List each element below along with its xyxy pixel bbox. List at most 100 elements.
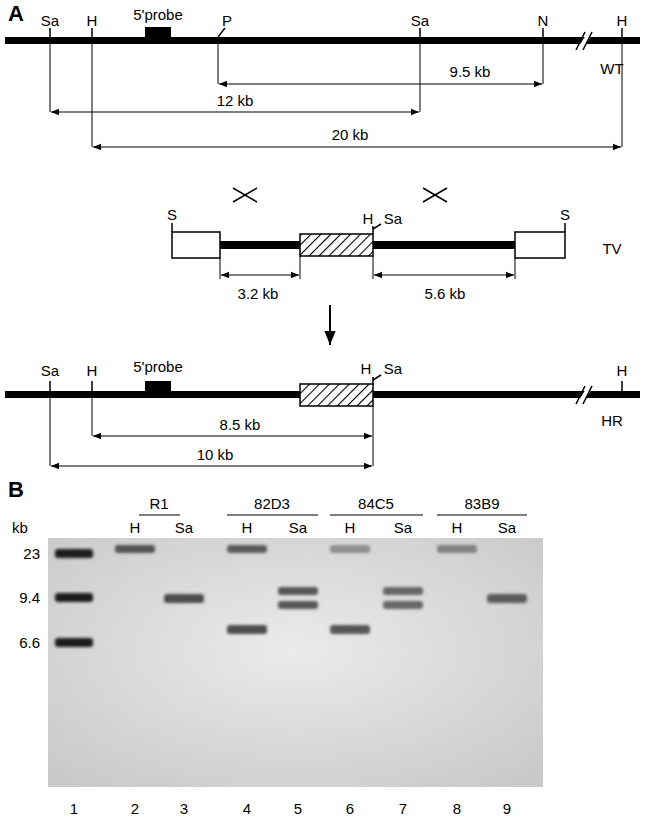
site-label: Sa: [384, 211, 402, 226]
clone-label: 83B9: [464, 496, 499, 511]
marker-size: 6.6: [19, 635, 40, 650]
leader-line: [92, 44, 93, 147]
site-tick: [49, 28, 51, 37]
dna-band: [487, 594, 527, 603]
lane-label: Sa: [175, 520, 193, 535]
blot-membrane: [48, 538, 543, 787]
homology-arm: [220, 241, 300, 249]
leader-line: [420, 44, 421, 112]
site-label: Sa: [411, 13, 429, 28]
lane-number: 2: [131, 801, 139, 816]
site-tick: [564, 223, 566, 232]
dimension-arrow: [51, 111, 419, 112]
allele-label: TV: [602, 241, 621, 256]
marker-band: [55, 638, 93, 647]
site-tick: [91, 28, 93, 37]
dna-band: [227, 545, 267, 553]
size-label: 5.6 kb: [425, 286, 466, 301]
clone-label: 84C5: [358, 496, 394, 511]
break-mark: [583, 32, 592, 50]
lane-label: H: [242, 520, 253, 535]
site-tick: [621, 381, 623, 391]
group-underline: [330, 514, 423, 515]
clone-label: R1: [149, 496, 168, 511]
lane-number: 8: [453, 801, 461, 816]
probe-box: [145, 27, 171, 37]
site-label: P: [222, 13, 232, 28]
crossover-marks: [233, 188, 447, 202]
hr-allele: [5, 375, 640, 466]
site-label: S: [167, 207, 177, 222]
leader-line: [622, 44, 623, 147]
lane-number: 5: [294, 801, 302, 816]
site-tick: [621, 28, 623, 37]
size-label: 12 kb: [217, 93, 254, 108]
size-label: 20 kb: [332, 127, 369, 142]
site-label: H: [361, 361, 372, 376]
marker-size: 23: [23, 546, 40, 561]
group-underline: [139, 514, 180, 515]
allele-label: HR: [601, 413, 623, 428]
leader-line: [218, 44, 219, 84]
dna-band: [437, 545, 477, 553]
southern-blot: [48, 515, 543, 787]
dimension-arrow: [374, 274, 514, 275]
site-label: H: [363, 211, 374, 226]
leader-line: [220, 258, 221, 279]
panel-letter: B: [8, 479, 24, 501]
site-label: Sa: [41, 363, 59, 378]
lane-number: 9: [503, 801, 511, 816]
site-tick: [49, 381, 51, 391]
crossover-cross: [233, 188, 257, 202]
leader-line: [373, 406, 374, 466]
marker-band: [55, 549, 93, 558]
site-tick: [171, 223, 173, 232]
site-label: H: [617, 363, 628, 378]
dna-band: [330, 625, 370, 634]
lane-label: Sa: [289, 520, 307, 535]
probe-label: 5'probe: [133, 359, 183, 374]
lane-number: 4: [243, 801, 251, 816]
crossover-cross: [233, 188, 257, 202]
lane-number: 1: [70, 801, 78, 816]
crossover-cross: [423, 188, 447, 202]
cassette-box: [300, 384, 373, 406]
wt-allele: [5, 27, 640, 147]
group-underline: [227, 514, 318, 515]
lane-number: 7: [399, 801, 407, 816]
dna-band: [383, 601, 423, 609]
lane-label: Sa: [394, 520, 412, 535]
process-arrow: [329, 305, 331, 345]
site-tick: [542, 28, 544, 37]
size-label: 3.2 kb: [238, 286, 279, 301]
lane-label: H: [345, 520, 356, 535]
size-label: 8.5 kb: [220, 417, 261, 432]
crossover-cross: [423, 188, 447, 202]
probe-box: [145, 381, 171, 391]
size-label: 10 kb: [197, 447, 234, 462]
site-tick: [419, 28, 421, 37]
leader-line: [50, 398, 51, 466]
dna-band: [330, 545, 370, 553]
lane-label: H: [130, 520, 141, 535]
site-tick: [372, 226, 374, 234]
site-label: N: [538, 13, 549, 28]
unit-label: kb: [12, 520, 28, 535]
leader-line: [300, 256, 301, 279]
dimension-arrow: [221, 274, 299, 275]
leader-line: [515, 258, 516, 279]
vector-backbone: [172, 232, 220, 258]
site-label: H: [617, 13, 628, 28]
lane-label: Sa: [498, 520, 516, 535]
homology-arm: [373, 241, 515, 249]
size-label: 9.5 kb: [450, 64, 491, 79]
dimension-arrow: [219, 83, 542, 84]
site-tick: [218, 28, 225, 37]
genomic-line: [5, 37, 640, 44]
dna-band: [227, 625, 267, 634]
break-mark: [583, 386, 592, 404]
dna-band: [278, 587, 318, 595]
site-label: Sa: [384, 361, 402, 376]
